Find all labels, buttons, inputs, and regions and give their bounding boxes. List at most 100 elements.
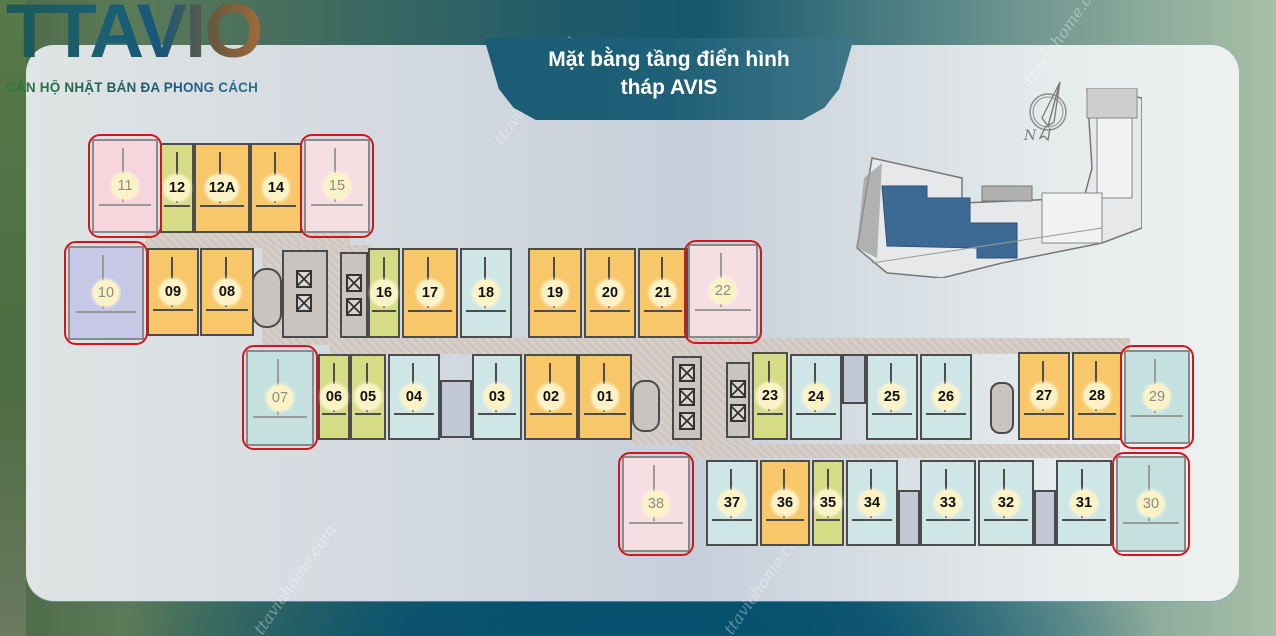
unit-28[interactable]: 28 [1072,352,1122,440]
unit-25[interactable]: 25 [866,354,918,440]
unit-02[interactable]: 02 [524,354,578,440]
unit-number-badge: 28 [1084,383,1110,409]
shaft-void [898,490,920,546]
unit-30[interactable]: 30 [1116,456,1186,552]
unit-number-badge: 32 [993,490,1019,516]
unit-21[interactable]: 21 [638,248,688,338]
unit-22[interactable]: 22 [688,244,758,338]
unit-32[interactable]: 32 [978,460,1034,546]
unit-number-badge: 35 [815,490,841,516]
unit-number-badge: 29 [1144,384,1170,410]
unit-number-badge: 14 [263,175,289,201]
title-line-2: tháp AVIS [620,76,718,99]
elevator-core-4 [726,362,750,438]
unit-27[interactable]: 27 [1018,352,1070,440]
unit-31[interactable]: 31 [1056,460,1112,546]
unit-number-badge: 05 [355,384,381,410]
unit-number-badge: 24 [803,384,829,410]
unit-number-badge: 36 [772,490,798,516]
unit-33[interactable]: 33 [920,460,976,546]
title-line-1: Mặt bằng tầng điển hình [548,48,790,71]
elevator-icon [730,404,746,422]
unit-number-badge: 11 [112,173,138,199]
unit-12a[interactable]: 12A [194,143,250,233]
unit-number-badge: 10 [93,280,119,306]
unit-06[interactable]: 06 [318,354,350,440]
unit-01[interactable]: 01 [578,354,632,440]
logo-tagline: CĂN HỘ NHẬT BẢN ĐA PHONG CÁCH [6,80,259,95]
elevator-core-2 [340,252,368,338]
unit-09[interactable]: 09 [147,248,199,336]
unit-14[interactable]: 14 [250,143,302,233]
unit-05[interactable]: 05 [350,354,386,440]
unit-08[interactable]: 08 [200,248,254,336]
unit-number-badge: 01 [592,384,618,410]
elevator-core-1 [282,250,328,338]
brand-logo: TTAVIO CĂN HỘ NHẬT BẢN ĐA PHONG CÁCH [6,0,296,100]
stair-core-1 [252,268,282,328]
unit-number-badge: 17 [417,280,443,306]
unit-number-badge: 08 [214,279,240,305]
unit-11[interactable]: 11 [92,139,158,233]
unit-number-badge: 25 [879,384,905,410]
unit-18[interactable]: 18 [460,248,512,338]
elevator-icon [296,294,312,312]
unit-number-badge: 30 [1138,491,1164,517]
logo-wordmark: TTAVIO [6,0,263,70]
svg-text:N: N [1023,128,1037,144]
elevator-icon [296,270,312,288]
unit-number-badge: 22 [710,278,736,304]
unit-26[interactable]: 26 [920,354,972,440]
unit-29[interactable]: 29 [1124,350,1190,444]
unit-07[interactable]: 07 [246,350,314,446]
unit-number-badge: 26 [933,384,959,410]
unit-37[interactable]: 37 [706,460,758,546]
unit-number-badge: 23 [757,383,783,409]
stair-core-3 [990,382,1014,434]
stair-core-2 [632,380,660,432]
unit-number-badge: 31 [1071,490,1097,516]
elevator-icon [679,364,695,382]
unit-24[interactable]: 24 [790,354,842,440]
unit-17[interactable]: 17 [402,248,458,338]
corridor-2 [330,338,1130,354]
unit-number-badge: 19 [542,280,568,306]
unit-number-badge: 09 [160,279,186,305]
unit-10[interactable]: 10 [68,246,144,340]
unit-23[interactable]: 23 [752,352,788,440]
left-frame-strip [0,0,26,636]
unit-number-badge: 16 [371,280,397,306]
unit-number-badge: 20 [597,280,623,306]
elevator-icon [679,412,695,430]
corridor-1 [145,232,350,248]
shaft-void [842,354,866,404]
unit-number-badge: 38 [643,491,669,517]
elevator-icon [679,388,695,406]
north-compass-icon: N [1023,81,1067,144]
corridor-3 [690,444,1120,458]
unit-19[interactable]: 19 [528,248,582,338]
unit-number-badge: 15 [324,173,350,199]
unit-number-badge: 06 [321,384,347,410]
unit-number-badge: 12 [164,175,190,201]
unit-34[interactable]: 34 [846,460,898,546]
unit-20[interactable]: 20 [584,248,636,338]
shaft-void [440,380,472,438]
unit-number-badge: 33 [935,490,961,516]
unit-38[interactable]: 38 [622,456,690,552]
unit-number-badge: 03 [484,384,510,410]
unit-35[interactable]: 35 [812,460,844,546]
unit-number-badge: 07 [267,385,293,411]
unit-number-badge: 12A [205,175,239,201]
unit-16[interactable]: 16 [368,248,400,338]
unit-15[interactable]: 15 [304,139,370,233]
elevator-icon [346,298,362,316]
unit-number-badge: 02 [538,384,564,410]
unit-12[interactable]: 12 [160,143,194,233]
unit-number-badge: 18 [473,280,499,306]
elevator-icon [730,380,746,398]
unit-03[interactable]: 03 [472,354,522,440]
unit-36[interactable]: 36 [760,460,810,546]
unit-04[interactable]: 04 [388,354,440,440]
